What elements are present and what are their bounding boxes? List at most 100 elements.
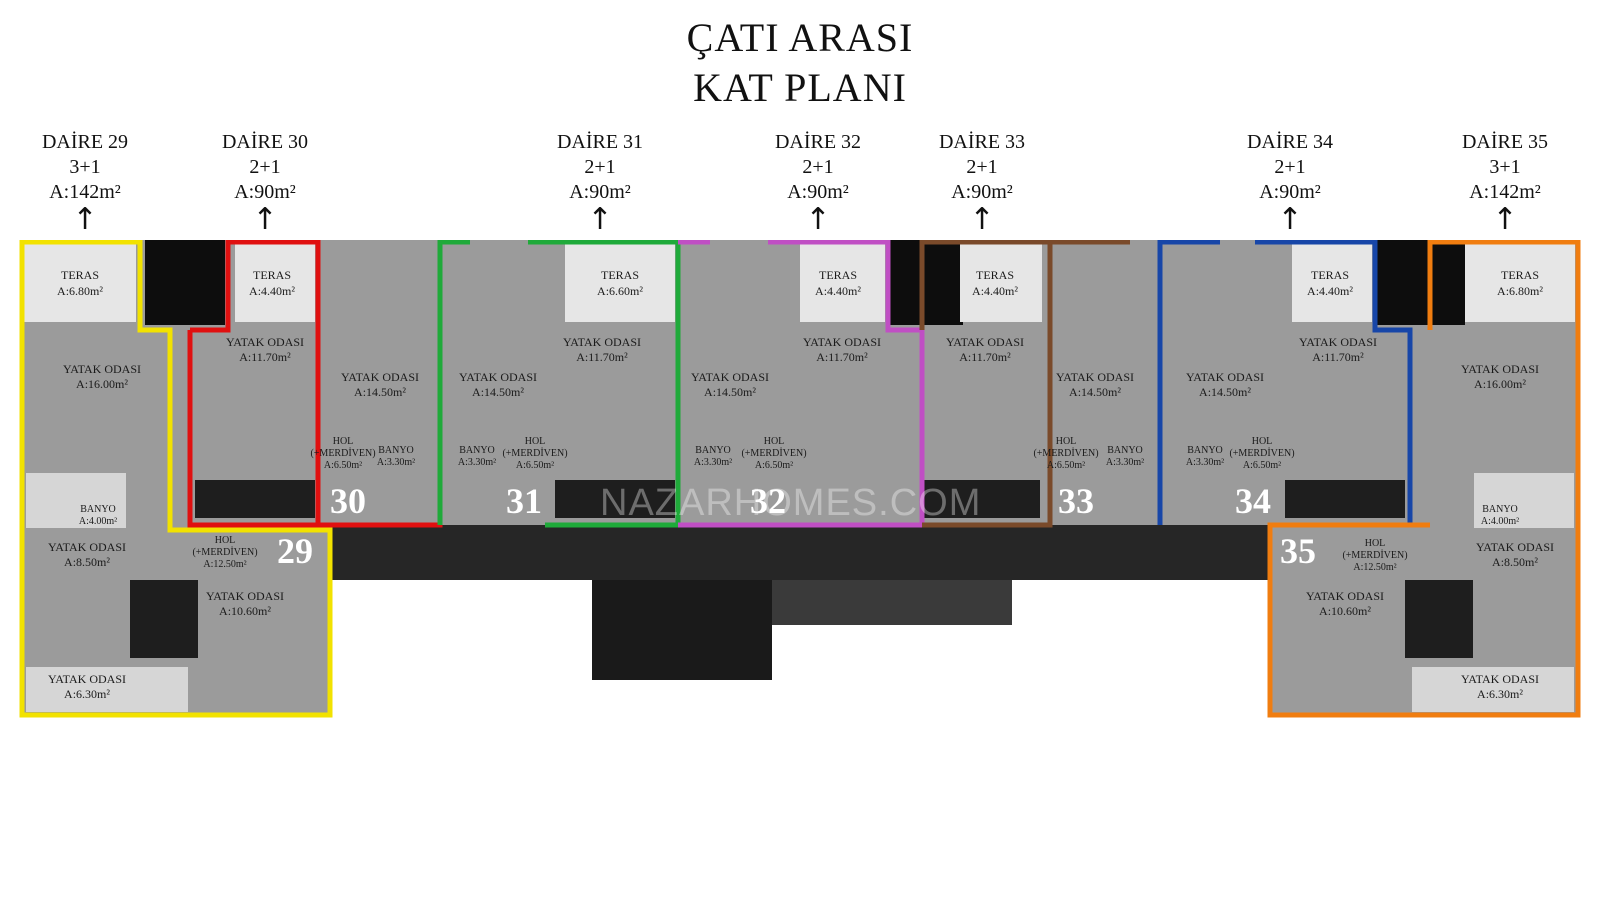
room-label-teras: TERAS [819, 268, 857, 282]
room-area: A:6.60m² [597, 284, 643, 298]
room-area: A:6.80m² [57, 284, 103, 298]
room-label-bedroom: YATAK ODASI [459, 370, 537, 384]
room-area: A:10.60m² [1319, 604, 1371, 618]
interior-stair [920, 480, 1040, 518]
room-label-hall: HOL [764, 436, 785, 447]
room-label-bedroom: YATAK ODASI [1306, 589, 1384, 603]
interior-stair [555, 480, 675, 518]
room-area: A:14.50m² [1199, 385, 1251, 399]
room-label-hall: HOL [1365, 538, 1386, 549]
arrow-up-icon: ↑ [587, 202, 613, 237]
room-label-teras: TERAS [253, 268, 291, 282]
arrow-up-icon: ↑ [1492, 202, 1518, 237]
room-label-bedroom: YATAK ODASI [48, 540, 126, 554]
room-label-bedroom: YATAK ODASI [1461, 362, 1539, 376]
room-label-bathroom: BANYO [1482, 504, 1518, 515]
room-label-bedroom: YATAK ODASI [803, 335, 881, 349]
void [1375, 240, 1465, 325]
apartment-area: A:90m² [787, 181, 849, 203]
room-area: A:14.50m² [354, 385, 406, 399]
room-label-bathroom: BANYO [1107, 445, 1143, 456]
apartment-header-34: DAİRE 34 2+1 A:90m² ↑ [1210, 130, 1370, 235]
room-label-hall-sub: (+MERDİVEN) [741, 447, 806, 459]
apartment-name: DAİRE 29 [41, 131, 129, 153]
void [888, 240, 963, 325]
interior-stair [1405, 580, 1473, 658]
interior-stair [195, 480, 315, 518]
room-area: A:6.80m² [1497, 284, 1543, 298]
unit-number-34: 34 [1235, 481, 1271, 521]
room-area: A:11.70m² [816, 350, 868, 364]
apartment-area: A:90m² [234, 181, 296, 203]
room-area: A:11.70m² [959, 350, 1011, 364]
apartment-area: A:142m² [49, 181, 121, 203]
room-label-hall: HOL [215, 535, 236, 546]
room-area: A:8.50m² [1492, 555, 1538, 569]
room-label-bathroom: BANYO [1187, 445, 1223, 456]
apartment-name: DAİRE 31 [556, 131, 644, 153]
room-area: A:3.30m² [694, 457, 732, 468]
apartment-type: 2+1 [802, 156, 834, 178]
room-area: A:6.50m² [516, 460, 554, 471]
room-area: A:10.60m² [219, 604, 271, 618]
room-label-bedroom: YATAK ODASI [341, 370, 419, 384]
terrace [1465, 244, 1575, 322]
apartment-type: 2+1 [1274, 156, 1306, 178]
room-area: A:6.50m² [324, 460, 362, 471]
room-label-hall-sub: (+MERDİVEN) [310, 447, 375, 459]
room-area: A:11.70m² [576, 350, 628, 364]
room-label-teras: TERAS [61, 268, 99, 282]
room-label-teras: TERAS [601, 268, 639, 282]
room-area: A:11.70m² [1312, 350, 1364, 364]
room-area: A:12.50m² [203, 559, 246, 570]
apartment-type: 3+1 [69, 156, 101, 178]
room-light [26, 667, 188, 712]
room-area: A:4.00m² [1481, 516, 1519, 527]
room-label-hall-sub: (+MERDİVEN) [1229, 447, 1294, 459]
room-area: A:12.50m² [1353, 562, 1396, 573]
room-area: A:4.40m² [972, 284, 1018, 298]
room-label-bedroom: YATAK ODASI [563, 335, 641, 349]
unit-29-outline [19, 240, 333, 718]
terrace [565, 244, 675, 322]
arrow-up-icon: ↑ [805, 202, 831, 237]
room-label-bedroom: YATAK ODASI [226, 335, 304, 349]
unit-number-29: 29 [277, 531, 313, 571]
room-area: A:6.50m² [1243, 460, 1281, 471]
room-area: A:8.50m² [64, 555, 110, 569]
room-area: A:14.50m² [472, 385, 524, 399]
plan-title-line2: KAT PLANI [693, 65, 907, 110]
unit-number-31: 31 [506, 481, 542, 521]
apartment-area: A:90m² [951, 181, 1013, 203]
unit-31-outline [437, 240, 681, 528]
unit-number-33: 33 [1058, 481, 1094, 521]
room-label-bedroom: YATAK ODASI [1056, 370, 1134, 384]
terrace [235, 244, 315, 322]
room-area: A:4.00m² [79, 516, 117, 527]
unit-number-32: 32 [750, 481, 786, 521]
apartment-name: DAİRE 34 [1246, 131, 1334, 153]
apartment-header-35: DAİRE 35 3+1 A:142m² ↑ [1425, 130, 1585, 235]
apartment-header-33: DAİRE 33 2+1 A:90m² ↑ [902, 130, 1062, 235]
room-label-teras: TERAS [1501, 268, 1539, 282]
bathroom-fixtures [26, 473, 126, 528]
main-staircase [772, 580, 1012, 625]
room-area: A:16.00m² [76, 377, 128, 391]
room-label-bedroom: YATAK ODASI [48, 672, 126, 686]
apartment-name: DAİRE 32 [774, 131, 862, 153]
room-area: A:6.30m² [1477, 687, 1523, 701]
watermark: NAZARHOMES.COM [600, 482, 981, 524]
room-label-teras: TERAS [1311, 268, 1349, 282]
plan-title-line1: ÇATI ARASI [686, 15, 914, 60]
arrow-up-icon: ↑ [72, 202, 98, 237]
unit-number-30: 30 [330, 481, 366, 521]
terrace [800, 244, 885, 322]
room-area: A:6.30m² [64, 687, 110, 701]
room-area: A:3.30m² [458, 457, 496, 468]
room-label-hall-sub: (+MERDİVEN) [192, 546, 257, 558]
room-label-hall-sub: (+MERDİVEN) [1342, 549, 1407, 561]
room-label-bedroom: YATAK ODASI [206, 589, 284, 603]
room-label-bedroom: YATAK ODASI [946, 335, 1024, 349]
elevator-shaft [592, 580, 772, 680]
apartment-header-30: DAİRE 30 2+1 A:90m² ↑ [185, 130, 345, 235]
